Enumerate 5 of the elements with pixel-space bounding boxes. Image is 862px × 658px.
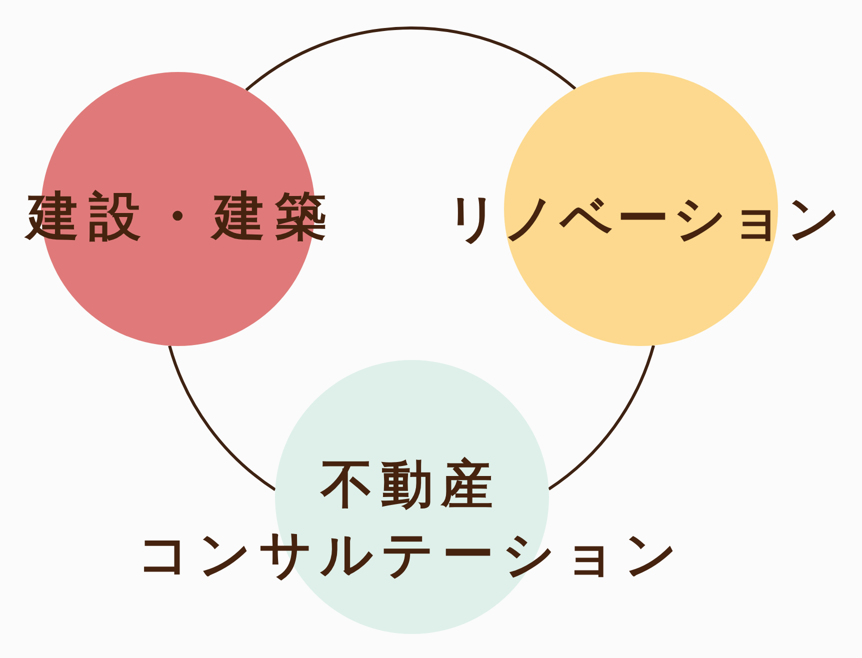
ring-arc [548, 344, 655, 490]
ring-arc [168, 345, 276, 491]
circle-label: 不動産コンサルテーション [137, 454, 685, 587]
circle-label: リノベーション [446, 188, 844, 251]
ring-arc [245, 26, 576, 92]
